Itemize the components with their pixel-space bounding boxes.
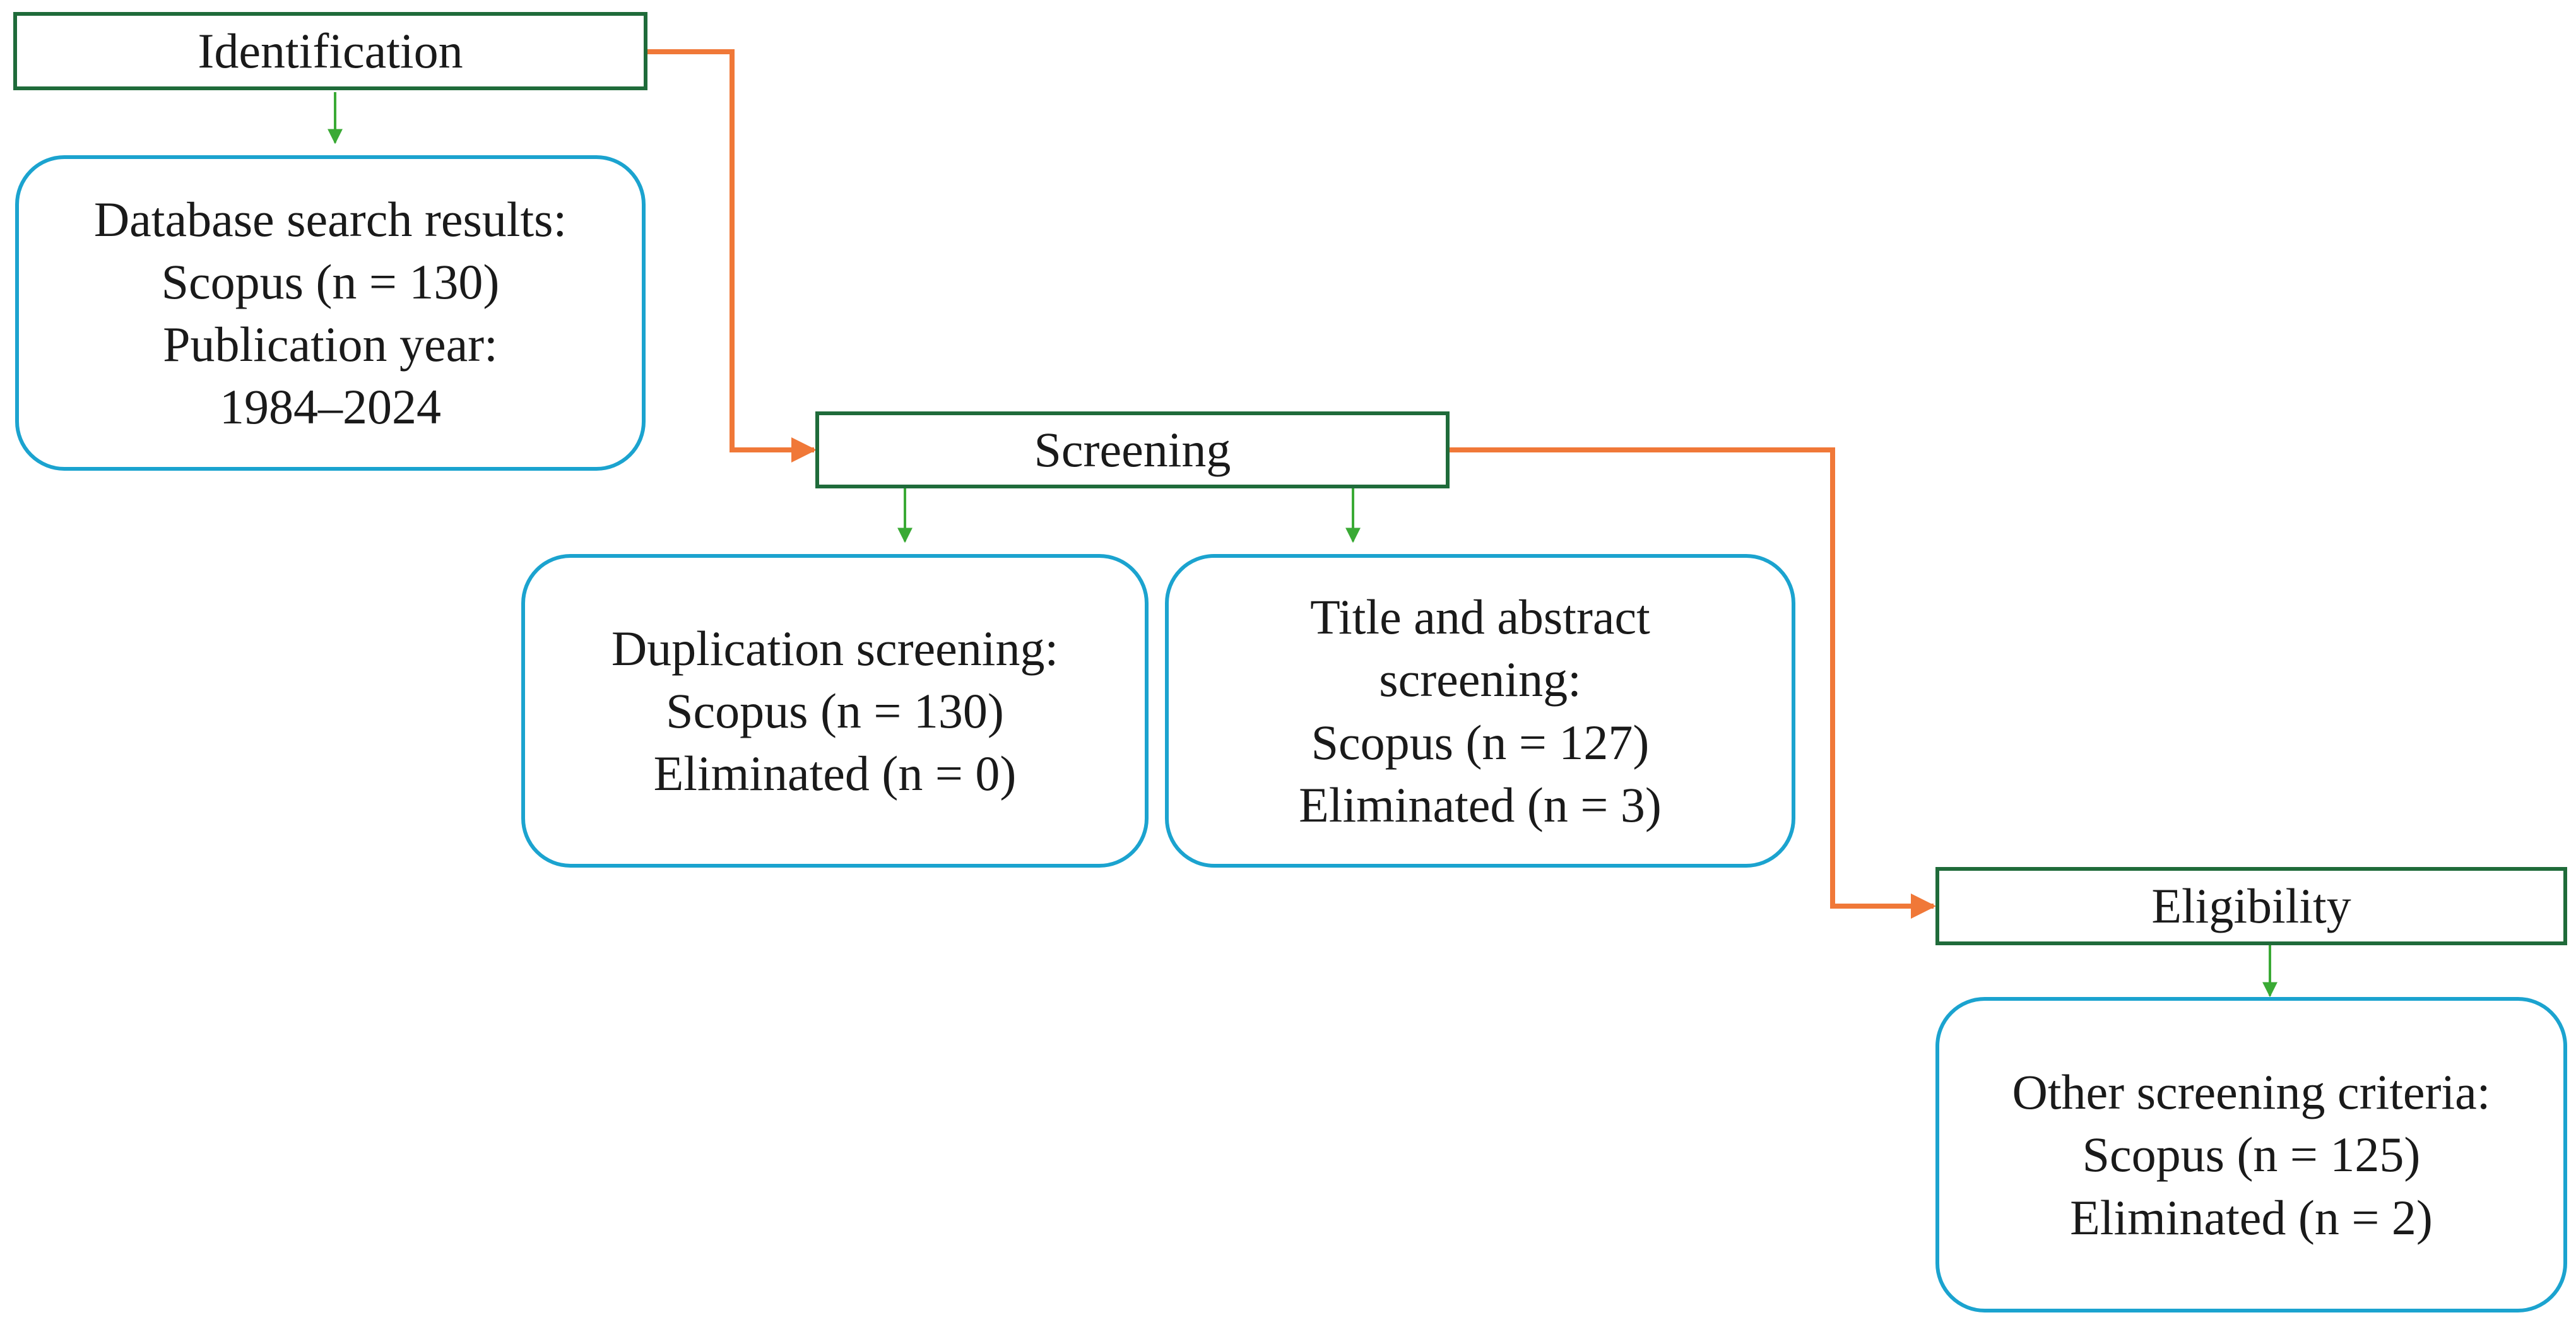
duplication-screening-line-1: Duplication screening: [611,620,1059,676]
other-screening-box: Other screening criteria: Scopus (n = 12… [1935,997,2567,1312]
duplication-screening-line-2: Scopus (n = 130) [666,683,1004,738]
database-search-box: Database search results: Scopus (n = 130… [15,155,646,471]
stage-identification-label: Identification [198,23,463,78]
database-search-line-3: Publication year: [163,317,498,372]
stage-identification: Identification [13,12,647,90]
stage-eligibility-label: Eligibility [2151,878,2351,933]
other-screening-line-2: Scopus (n = 125) [2082,1127,2421,1183]
other-screening-line-1: Other screening criteria: [2012,1065,2491,1120]
stage-screening: Screening [815,411,1450,488]
database-search-line-2: Scopus (n = 130) [161,254,500,309]
duplication-screening-box: Duplication screening: Scopus (n = 130) … [521,554,1149,868]
title-abstract-screening-box: Title and abstract screening: Scopus (n … [1165,554,1795,868]
other-screening-line-3: Eliminated (n = 2) [2070,1189,2433,1245]
title-abstract-line-3: Scopus (n = 127) [1311,714,1650,770]
title-abstract-line-1: Title and abstract [1310,589,1650,645]
duplication-screening-line-3: Eliminated (n = 0) [653,746,1017,801]
title-abstract-line-2: screening: [1379,652,1581,707]
database-search-line-4: 1984–2024 [220,379,441,435]
stage-eligibility: Eligibility [1935,867,2567,945]
database-search-line-1: Database search results: [93,191,567,247]
stage-screening-label: Screening [1034,422,1231,477]
title-abstract-line-4: Eliminated (n = 3) [1299,777,1662,832]
identification-to-screening-arrow [647,49,817,463]
screening-to-eligibility-arrow [1450,447,1936,919]
